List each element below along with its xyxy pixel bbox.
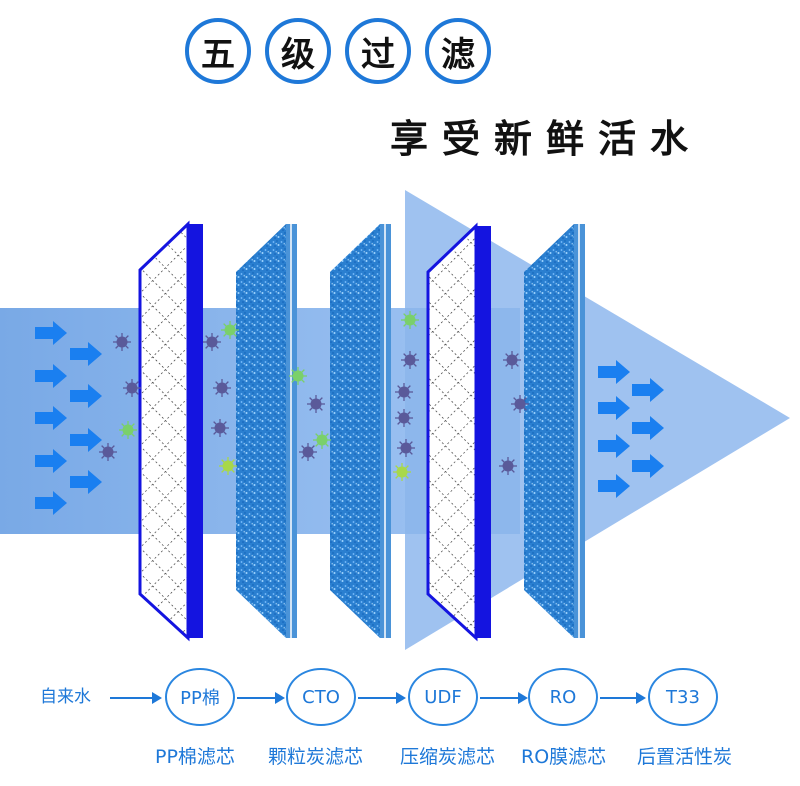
flow-arrow-2 (358, 692, 406, 704)
inflow-arrow-icon (70, 428, 102, 452)
bacteria-icon (401, 311, 419, 329)
flow-node-pp: PP棉 (165, 668, 235, 726)
virus-icon (511, 395, 529, 413)
inflow-arrow-icon (35, 364, 67, 388)
stage-label-pp: PP棉滤芯 (155, 746, 235, 768)
outflow-arrow-icon (598, 474, 630, 498)
flow-node-udf: UDF (408, 668, 478, 726)
virus-icon (99, 443, 117, 461)
compressed-carbon-filter (330, 224, 391, 638)
inflow-arrow-icon (35, 491, 67, 515)
inflow-arrow-icon (70, 470, 102, 494)
flow-node-t33: T33 (648, 668, 718, 726)
bacteria-icon (221, 321, 239, 339)
title-char-2: 级 (265, 18, 331, 84)
inflow-arrow-icon (70, 384, 102, 408)
bacteria-icon (219, 457, 237, 475)
outflow-arrow-icon (598, 396, 630, 420)
virus-icon (397, 439, 415, 457)
virus-icon (113, 333, 131, 351)
pp-cotton-filter (138, 220, 203, 642)
bacteria-icon (393, 463, 411, 481)
title-row: 五 级 过 滤 (185, 18, 491, 84)
flow-arrow-1 (237, 692, 285, 704)
bacteria-icon (289, 367, 307, 385)
virus-icon (123, 379, 141, 397)
water-arrowhead (405, 190, 790, 650)
flow-arrow-3 (480, 692, 528, 704)
inflow-arrows (35, 321, 102, 515)
inflow-arrow-icon (35, 449, 67, 473)
subtitle: 享受新鲜活水 (390, 116, 703, 161)
virus-icon (211, 419, 229, 437)
outflow-arrow-icon (632, 416, 664, 440)
stage-label-t33: 后置活性炭 (637, 746, 733, 768)
virus-icon (503, 351, 521, 369)
stage-label-cto: 颗粒炭滤芯 (268, 746, 364, 768)
outflow-arrow-icon (632, 454, 664, 478)
stage-label-ro: RO膜滤芯 (521, 746, 607, 768)
virus-icon (213, 379, 231, 397)
ro-membrane-filter (426, 222, 491, 642)
inflow-arrow-icon (35, 321, 67, 345)
granular-carbon-filter (236, 224, 297, 638)
virus-icon (401, 351, 419, 369)
flow-arrow-0 (110, 692, 162, 704)
inflow-arrow-icon (35, 406, 67, 430)
virus-icon (307, 395, 325, 413)
virus-icon (395, 409, 413, 427)
flow-start-tap-water: 自来水 (40, 687, 91, 707)
virus-icon (203, 333, 221, 351)
outflow-arrow-icon (598, 360, 630, 384)
title-char-4: 滤 (425, 18, 491, 84)
virus-icon (395, 383, 413, 401)
post-carbon-filter (524, 224, 585, 638)
impurity-particles (99, 311, 529, 481)
flow-arrow-4 (600, 692, 646, 704)
outflow-arrow-icon (598, 434, 630, 458)
bacteria-icon (313, 431, 331, 449)
virus-icon (499, 457, 517, 475)
stage-label-udf: 压缩炭滤芯 (400, 746, 496, 768)
flow-node-ro: RO (528, 668, 598, 726)
outflow-arrow-icon (632, 378, 664, 402)
bacteria-icon (119, 421, 137, 439)
title-char-3: 过 (345, 18, 411, 84)
inflow-arrow-icon (70, 342, 102, 366)
virus-icon (299, 443, 317, 461)
title-char-1: 五 (185, 18, 251, 84)
outflow-arrows (598, 360, 664, 498)
flow-node-cto: CTO (286, 668, 356, 726)
